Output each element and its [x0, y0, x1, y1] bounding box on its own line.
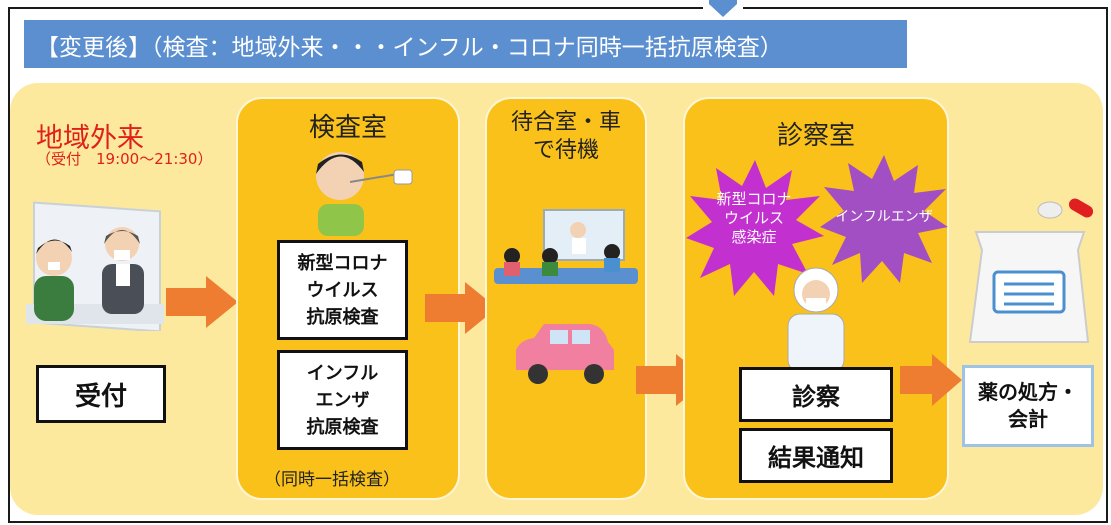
medicine-bag-illustration: [968, 198, 1094, 343]
frame-top-right: [743, 7, 1108, 9]
reception-illustration: [26, 201, 164, 331]
flow-arrow-4: [900, 354, 962, 406]
covid-burst-shape: [686, 160, 824, 296]
consult-box: 診察: [739, 367, 893, 422]
covid-burst-label: 新型コロナ ウイルス 感染症: [716, 190, 792, 246]
waiting-room-illustration: [494, 209, 638, 284]
prescription-payment-box: 薬の処方・ 会計: [962, 365, 1094, 447]
simultaneous-test-note: （同時一括検査）: [264, 470, 400, 490]
doctor-illustration: [787, 267, 845, 372]
result-notice-box: 結果通知: [739, 428, 893, 483]
banner-text: 【変更後】（検査：地域外来・・・インフル・コロナ同時一括抗原検査）: [36, 35, 783, 61]
test-swab-illustration: [316, 152, 413, 236]
consult-room-title: 診察室: [776, 121, 855, 151]
covid-antigen-test-box: 新型コロナ ウイルス 抗原検査: [277, 240, 408, 340]
waiting-title: 待合室・車 で待機: [510, 110, 621, 163]
reception-box: 受付: [36, 365, 166, 423]
flu-burst-shape: [820, 155, 948, 283]
down-arrow-icon: [709, 0, 737, 17]
waiting-column: 待合室・車 で待機: [485, 97, 647, 500]
exam-room-title: 検査室: [308, 113, 387, 143]
flow-arrow-1: [166, 276, 238, 328]
flu-burst-label: インフルエンザ: [835, 209, 933, 225]
flow-arrow-2: [425, 282, 497, 334]
reception-hours: （受付 19:00～21:30）: [36, 150, 213, 168]
car-illustration: [516, 324, 614, 384]
frame-top-left: [8, 7, 703, 9]
flu-antigen-test-box: インフル エンザ 抗原検査: [277, 350, 408, 450]
header-banner: 【変更後】（検査：地域外来・・・インフル・コロナ同時一括抗原検査）: [24, 20, 907, 68]
region-title: 地域外来: [36, 123, 144, 154]
